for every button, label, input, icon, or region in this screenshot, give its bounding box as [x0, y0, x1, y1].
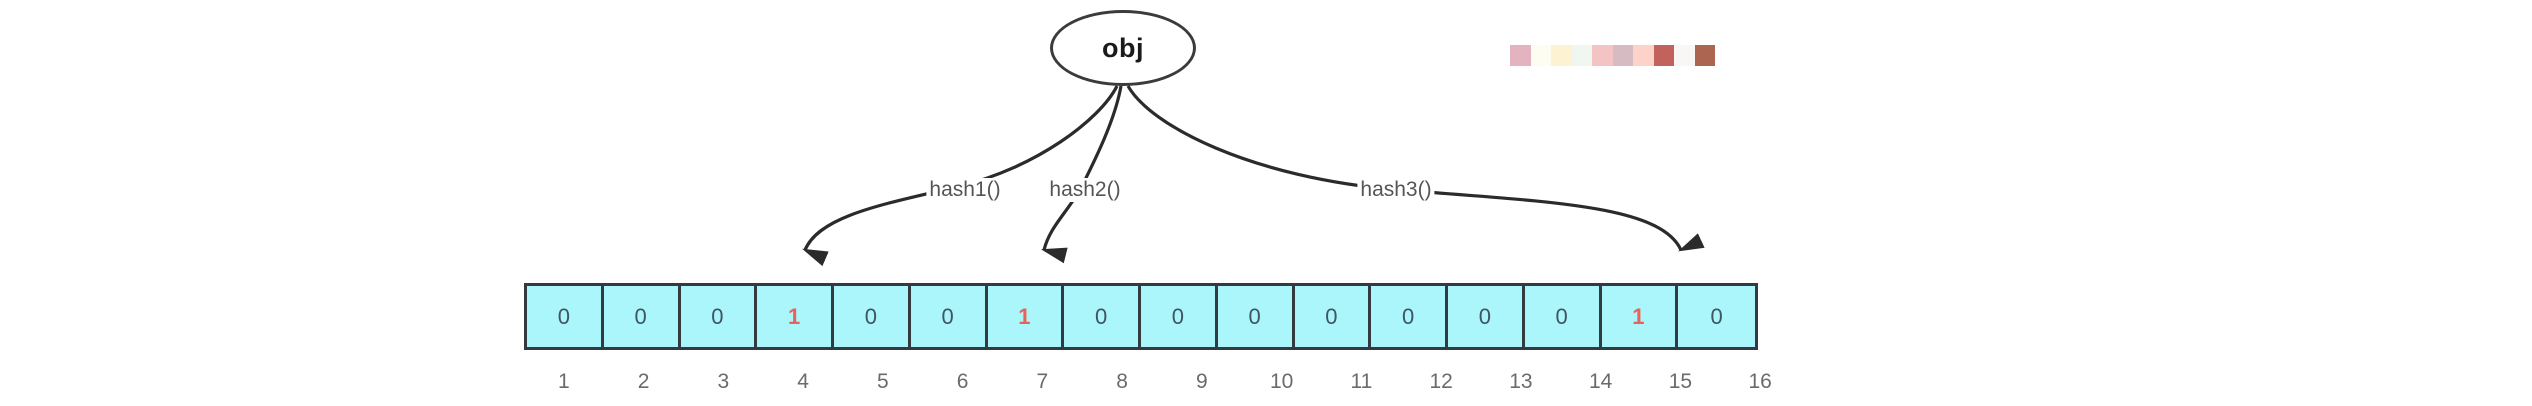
bit-index-label: 6 — [956, 370, 969, 393]
palette-swatch — [1530, 45, 1551, 66]
palette-swatch — [1653, 45, 1674, 66]
hash1-arrow — [802, 85, 1119, 267]
obj-node: obj — [1050, 10, 1196, 86]
palette-swatch — [1571, 45, 1592, 66]
hash2-label: hash2() — [1046, 178, 1124, 202]
palette-swatch — [1633, 45, 1654, 66]
palette-swatch — [1674, 45, 1695, 66]
hash3-arrow — [1126, 85, 1705, 252]
bit-cell[interactable]: 1 — [757, 286, 834, 347]
bit-index-label: 3 — [717, 370, 730, 393]
bit-cell[interactable]: 0 — [1678, 286, 1755, 347]
bit-cell[interactable]: 0 — [1448, 286, 1525, 347]
bit-index-label: 15 — [1668, 370, 1693, 393]
bit-cell[interactable]: 0 — [527, 286, 604, 347]
bit-index-label: 11 — [1350, 370, 1373, 393]
palette-swatch — [1592, 45, 1613, 66]
bit-index-label: 7 — [1036, 370, 1049, 393]
bit-cell[interactable]: 0 — [834, 286, 911, 347]
bit-index-label: 10 — [1269, 370, 1294, 393]
bit-index-label: 2 — [637, 370, 650, 393]
palette-swatch — [1551, 45, 1572, 66]
bit-cell[interactable]: 0 — [603, 286, 681, 347]
bit-index-label: 16 — [1748, 370, 1772, 393]
bit-index-label: 12 — [1429, 370, 1453, 393]
bit-cell[interactable]: 1 — [987, 286, 1065, 347]
palette-swatch — [1694, 45, 1715, 66]
bit-index-label: 9 — [1196, 370, 1208, 393]
bit-cell[interactable]: 0 — [1141, 286, 1218, 347]
bit-index-label: 13 — [1509, 370, 1533, 393]
hash3-label: hash3() — [1357, 178, 1435, 202]
bit-cell[interactable]: 0 — [910, 286, 988, 347]
bit-cell[interactable]: 0 — [680, 286, 758, 347]
palette-swatch — [1612, 45, 1633, 66]
bit-index-label: 5 — [877, 370, 889, 393]
hash2-arrow — [1040, 85, 1123, 264]
bit-cell[interactable]: 1 — [1601, 286, 1679, 347]
bit-index-label: 1 — [558, 370, 570, 393]
color-palette-strip — [1510, 45, 1715, 66]
palette-swatch — [1510, 45, 1531, 66]
bit-cell[interactable]: 0 — [1371, 286, 1448, 347]
bit-cell[interactable]: 0 — [1524, 286, 1602, 347]
bit-cell[interactable]: 0 — [1064, 286, 1141, 347]
bit-cell[interactable]: 0 — [1217, 286, 1295, 347]
bit-index-label: 4 — [797, 370, 809, 393]
bit-index-label: 8 — [1116, 370, 1128, 393]
hash1-label: hash1() — [926, 178, 1004, 202]
bit-index-label: 14 — [1588, 370, 1613, 393]
bit-cell[interactable]: 0 — [1294, 286, 1372, 347]
obj-node-label: obj — [1102, 32, 1144, 63]
